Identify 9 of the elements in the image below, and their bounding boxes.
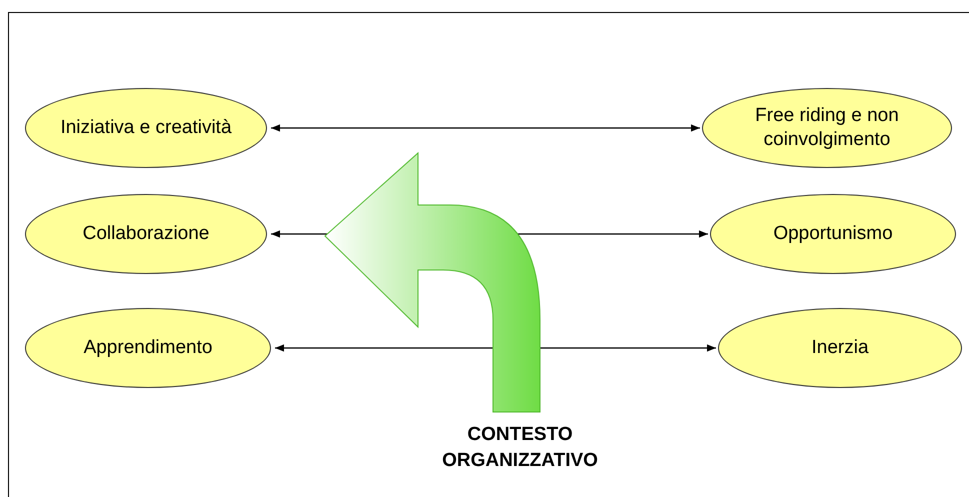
- node-text: Free riding e non coinvolgimento: [754, 104, 900, 152]
- double-arrow: [271, 124, 700, 132]
- node-text: Collaborazione: [82, 222, 210, 246]
- node-text: Inerzia: [811, 336, 869, 360]
- node-text: Apprendimento: [84, 336, 212, 360]
- node-text: Opportunismo: [773, 222, 893, 246]
- node-text: Iniziativa e creatività: [60, 116, 232, 140]
- context-label: CONTESTO ORGANIZZATIVO: [441, 423, 599, 473]
- double-arrow: [275, 344, 716, 352]
